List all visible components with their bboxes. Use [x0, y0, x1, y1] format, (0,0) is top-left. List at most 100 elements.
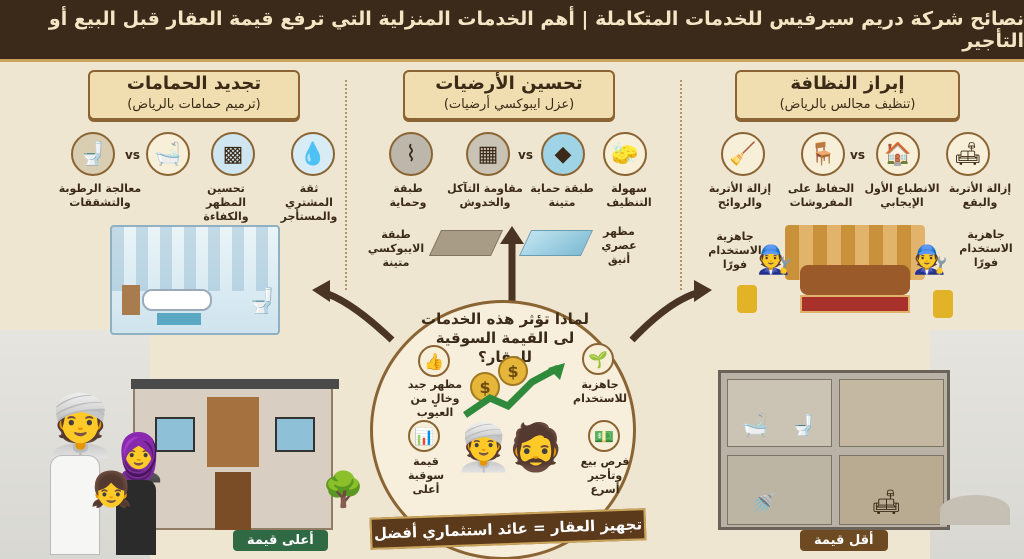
cleaning-ribbon: إبراز النظافة (تنظيف مجالس بالرياض): [735, 70, 960, 120]
page-title-text: نصائح شركة دريم سيرفيس للخدمات المتكاملة…: [48, 7, 1024, 52]
house-door: [215, 472, 251, 530]
water-drop-icon: 💧: [291, 132, 335, 176]
house-window-1: [155, 417, 195, 452]
curtain-room-icon: 🏠: [876, 132, 920, 176]
low-value-tag: أقل قيمة: [800, 530, 888, 551]
money-hand-icon: 💵: [588, 420, 620, 452]
floors-icons: 🧽 ◆ vs ▦ ⌇ سهولة التنظيف طبقة حماية متين…: [365, 132, 665, 222]
coin-2-icon: $: [498, 356, 528, 386]
page-title: نصائح شركة دريم سيرفيس للخدمات المتكاملة…: [0, 0, 1024, 62]
bathrooms-ribbon: تجديد الحمامات (ترميم حمامات بالرياض): [88, 70, 300, 120]
bathrooms-sub: (ترميم حمامات بالرياض): [127, 97, 261, 112]
house-roof: [131, 379, 339, 389]
divider-left: [345, 80, 347, 290]
dirty-room-icon: 🧹: [721, 132, 765, 176]
center-question: لماذا تؤثر هذه الخدمات لى القيمة السوقية…: [421, 310, 589, 366]
new-bathtub-icon: 🛁: [146, 132, 190, 176]
rubble: [940, 495, 1010, 525]
old-sofa-icon: 🛋: [871, 488, 902, 516]
bathrooms-label-1: ثقة المشتري والمستأجر: [280, 182, 338, 223]
old-sink-icon: 🚿: [751, 491, 776, 515]
floors-label-4: طبقة وحماية: [389, 182, 427, 209]
center-right-1: جاهزية للاستخدام: [573, 378, 627, 405]
cleaning-label-4: إزالة الأتربة والروائح: [708, 182, 772, 209]
family-illustration: 👳 🧕 👧: [38, 390, 168, 555]
toilet-icon: 🚽: [247, 287, 277, 315]
center-left-2: قيمة سوقية أعلى: [407, 455, 445, 496]
floors-heading: تحسين الأرضيات: [435, 73, 583, 94]
worker-right-icon: 🧑‍🔧: [913, 243, 948, 276]
house-window-2: [275, 417, 315, 452]
old-room-1: [727, 379, 832, 447]
floors-modern: مظهر عصري أنيق: [601, 225, 637, 266]
worn-floor-icon: ▦: [466, 132, 510, 176]
clean-sofa-icon: 🪑: [801, 132, 845, 176]
arrow-to-cleaning: [629, 288, 701, 343]
cleaning-scene: 🧑‍🔧 🧑‍🔧: [737, 225, 953, 325]
cracked-floor-icon: ⌇: [389, 132, 433, 176]
vacuum-right-icon: [933, 290, 953, 318]
tree-icon: 🌳: [322, 470, 365, 510]
arrow-head-left: [312, 280, 330, 302]
vanity: [122, 285, 140, 315]
worker-left-icon: 🧑‍🔧: [757, 243, 792, 276]
thumbs-up-icon: 👍: [418, 345, 450, 377]
old-house: 🛁 🚽 🛋 🚿: [718, 370, 950, 530]
arrow-to-bathrooms: [320, 288, 395, 343]
growth-arrow-icon: [463, 363, 565, 418]
old-toilet-icon-2: 🚽: [791, 413, 816, 437]
bath-tub: [142, 289, 212, 311]
majlis-sofa: [800, 265, 910, 295]
bathrooms-vs: vs: [125, 148, 140, 162]
bathrooms-label-2: تحسين المظهر والكفاءة: [203, 182, 249, 223]
bathroom-render: 🚽: [110, 225, 280, 335]
floors-label-1: سهولة التنظيف: [606, 182, 652, 209]
bathrooms-icons: 💧 ▩ 🛁 vs 🚽 ثقة المشتري والمستأجر تحسين ا…: [40, 132, 340, 223]
floors-epoxy: طبقة الايبوكسي متينة: [367, 228, 425, 269]
hand-growth-icon: 🌱: [582, 343, 614, 375]
old-room-4: [839, 455, 944, 525]
floors-sub: (عزل ايبوكسي أرضيات): [443, 97, 575, 112]
tiles-icon: ▩: [211, 132, 255, 176]
floors-label-2: طبقة حماية متينة: [530, 182, 594, 209]
old-toilet-icon: 🚽: [71, 132, 115, 176]
old-room-2: [839, 379, 944, 447]
father-icon: 👳: [43, 391, 118, 461]
man-right-icon: 🧔: [507, 420, 565, 474]
cleaning-label-3: الحفاظ على المفروشات: [787, 182, 855, 209]
mother-body: [116, 480, 156, 555]
arrow-head-right: [694, 280, 712, 302]
mop-floor-icon: 🧽: [603, 132, 647, 176]
floors-ribbon: تحسين الأرضيات (عزل ايبوكسي أرضيات): [403, 70, 615, 120]
old-room-3: [727, 455, 832, 525]
bathrooms-heading: تجديد الحمامات: [126, 73, 262, 94]
high-value-tag: أعلى قيمة: [233, 530, 328, 551]
bathrooms-label-3: معالجة الرطوبة والتشققات: [58, 182, 142, 209]
house-wood-panel: [207, 397, 259, 467]
center-banner-text: تجهيز العقار = عائد استثماري أفضل: [373, 515, 643, 543]
cleaning-label-1: إزالة الأتربة والبقع: [948, 182, 1012, 209]
sofa-stain-icon: 🛋: [946, 132, 990, 176]
low-value-text: أقل قيمة: [814, 533, 874, 548]
cleaning-sub: (تنظيف مجالس بالرياض): [779, 97, 916, 112]
rug: [800, 295, 910, 313]
cleaning-vs: vs: [850, 148, 865, 162]
old-bathtub-icon: 🛁: [741, 413, 769, 438]
floors-label-3: مقاومة التآكل والخدوش: [447, 182, 523, 209]
arrow-head-up: [500, 226, 524, 244]
bath-mat: [157, 313, 201, 325]
cleaning-ready-right: جاهزية الاستخدام فورًا: [959, 228, 1013, 269]
men-illustration: 👳 🧔: [455, 420, 565, 520]
center-left-1: مظهر جيد وخالٍ من العيوب: [407, 378, 463, 419]
cleaning-ready-left: جاهزية الاستخدام فورًا: [708, 230, 762, 271]
bath-tiles: [112, 227, 278, 291]
child-icon: 👧: [90, 470, 133, 510]
center-right-2: فرص بيع وتأجير أسرع: [580, 455, 630, 496]
mother-icon: 🧕: [110, 430, 168, 484]
cleaning-icons: 🛋 🏠 vs 🪑 🧹 إزالة الأتربة والبقع الانطباع…: [700, 132, 1020, 222]
floors-vs: vs: [518, 148, 533, 162]
father-body: [50, 455, 100, 555]
growth-chart-icon: 📊: [408, 420, 440, 452]
cleaning-label-2: الانطباع الأول الإيجابي: [864, 182, 940, 209]
